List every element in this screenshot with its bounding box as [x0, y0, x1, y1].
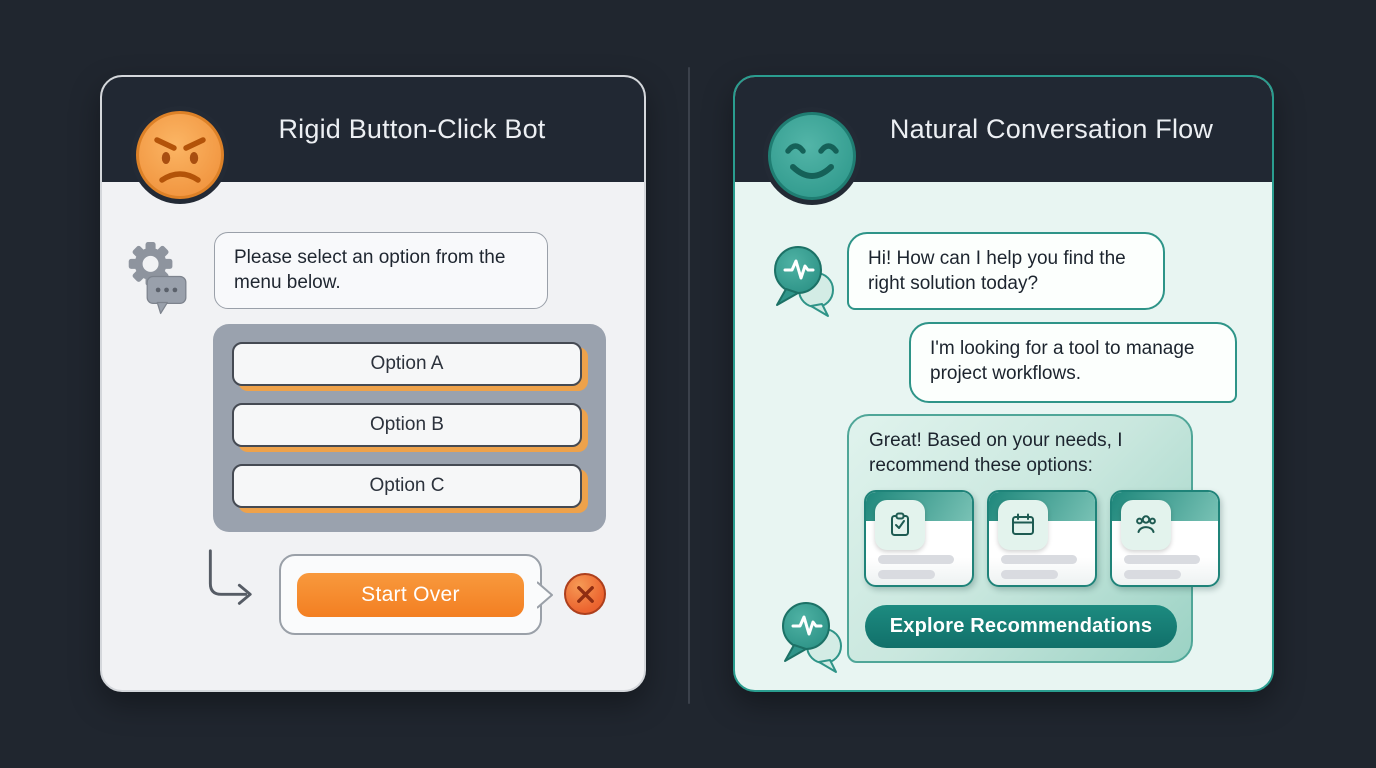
calendar-icon: [998, 500, 1048, 550]
panel-divider: [688, 67, 690, 704]
placeholder-line: [878, 570, 935, 579]
chat-pulse-icon: [781, 599, 845, 677]
recommendation-card-team[interactable]: [1110, 490, 1220, 587]
restart-bubble: Start Over: [279, 554, 553, 635]
placeholder-line: [1124, 555, 1200, 564]
error-x-icon: [564, 573, 606, 615]
gear-chat-bubble-icon: [122, 233, 206, 325]
smiling-face-emoji: [762, 106, 862, 206]
recommendation-card-tasks[interactable]: [864, 490, 974, 587]
natural-flow-panel: Natural Conversation Flow Hi! How can I …: [733, 75, 1274, 692]
user-message-bubble: I'm looking for a tool to manage project…: [909, 322, 1237, 403]
clipboard-check-icon: [875, 500, 925, 550]
users-icon: [1121, 500, 1171, 550]
placeholder-line: [1001, 555, 1077, 564]
user-message-text: I'm looking for a tool to manage project…: [930, 338, 1195, 385]
bot-recommendation-bubble: Great! Based on your needs, I recommend …: [847, 414, 1220, 663]
option-b-button[interactable]: Option B: [232, 403, 582, 447]
placeholder-line: [878, 555, 954, 564]
bot-greeting-bubble: Hi! How can I help you find the right so…: [847, 232, 1165, 310]
explore-recommendations-button[interactable]: Explore Recommendations: [865, 605, 1177, 648]
rigid-panel-title: Rigid Button-Click Bot: [278, 114, 546, 144]
options-menu: Option A Option B Option C: [213, 324, 606, 532]
recommendation-cards: [864, 490, 1220, 587]
loop-back-arrow-icon: [208, 549, 252, 605]
bot-message-bubble: Please select an option from the menu be…: [214, 232, 548, 309]
bubble-tail-icon: [537, 580, 553, 609]
recommendation-text: Great! Based on your needs, I recommend …: [869, 430, 1123, 477]
recommendation-card-schedule[interactable]: [987, 490, 1097, 587]
chat-pulse-icon: [773, 243, 837, 321]
option-a-button[interactable]: Option A: [232, 342, 582, 386]
option-c-button[interactable]: Option C: [232, 464, 582, 508]
placeholder-line: [1124, 570, 1181, 579]
start-over-button[interactable]: Start Over: [297, 572, 524, 617]
natural-panel-title: Natural Conversation Flow: [889, 114, 1214, 144]
bot-message-text: Please select an option from the menu be…: [234, 247, 506, 294]
angry-face-emoji: [130, 105, 230, 205]
placeholder-line: [1001, 570, 1058, 579]
bot-greeting-text: Hi! How can I help you find the right so…: [868, 248, 1126, 295]
rigid-bot-panel: Rigid Button-Click Bot Please select an …: [100, 75, 646, 692]
